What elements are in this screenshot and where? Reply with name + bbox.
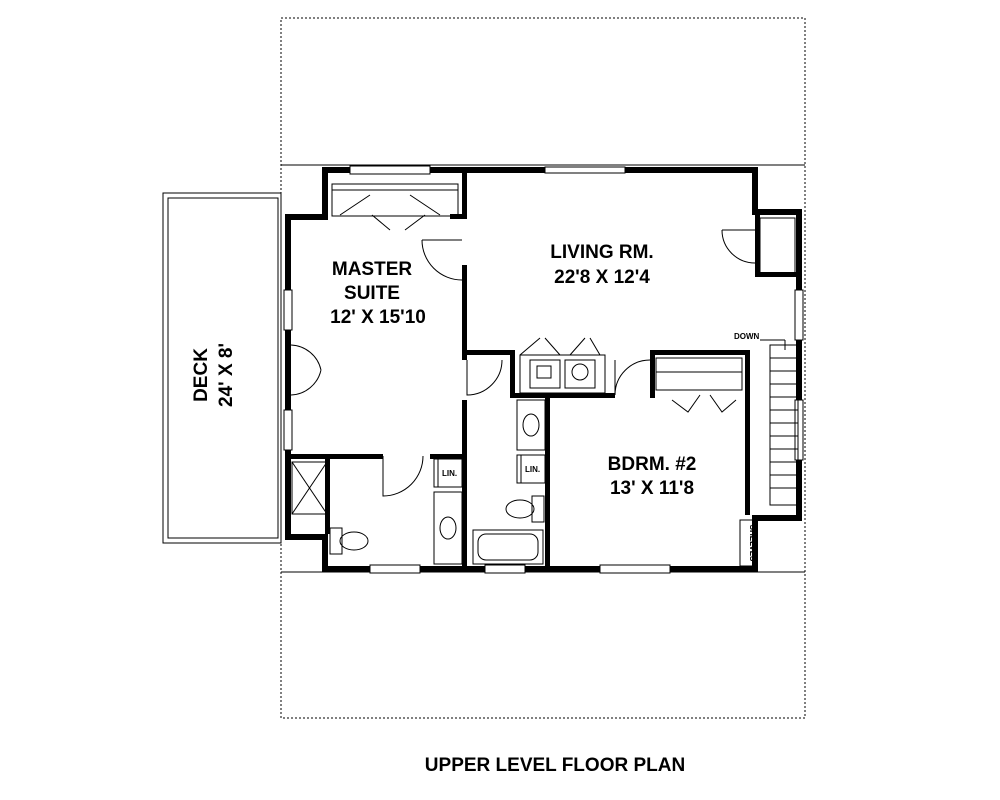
- toilet-master: [329, 527, 369, 555]
- door-swings: [290, 194, 756, 497]
- shower: [291, 461, 328, 515]
- toilet-hall: [505, 495, 545, 523]
- closets: [331, 183, 796, 391]
- living-dims: 22'8 X 12'4: [554, 267, 650, 288]
- deck-dims: 24' X 8': [216, 343, 237, 407]
- living-name: LIVING RM.: [550, 242, 653, 263]
- room-living: LIVING RM. 22'8 X 12'4: [550, 242, 653, 288]
- room-master-suite: MASTER SUITE 12' X 15'10: [330, 259, 426, 328]
- linen-label-master: LIN.: [442, 469, 457, 478]
- deck-name: DECK: [191, 348, 212, 402]
- bedroom2-name: BDRM. #2: [608, 454, 697, 475]
- linen-closet-hall: LIN.: [516, 454, 546, 484]
- master-line1: MASTER: [332, 259, 413, 280]
- roof-outline: [280, 17, 806, 719]
- master-line2: SUITE: [344, 283, 400, 304]
- stairs: DOWN: [734, 332, 799, 506]
- laundry-units: [519, 354, 606, 394]
- shelves: SHELVES: [739, 519, 757, 567]
- deck: DECK 24' X 8': [162, 192, 282, 544]
- master-dims: 12' X 15'10: [330, 307, 426, 328]
- linen-closet-master: LIN.: [433, 458, 463, 488]
- plan-caption: UPPER LEVEL FLOOR PLAN: [425, 755, 685, 776]
- shelves-label: SHELVES: [748, 525, 757, 562]
- linen-label-hall: LIN.: [525, 465, 540, 474]
- windows: [283, 165, 804, 574]
- bathtub: [472, 529, 544, 565]
- stairs-label: DOWN: [734, 332, 760, 341]
- sink-hall: [516, 399, 546, 451]
- room-bedroom-2: BDRM. #2 13' X 11'8: [608, 454, 697, 499]
- bedroom2-dims: 13' X 11'8: [610, 478, 694, 499]
- sink-master: [433, 491, 463, 565]
